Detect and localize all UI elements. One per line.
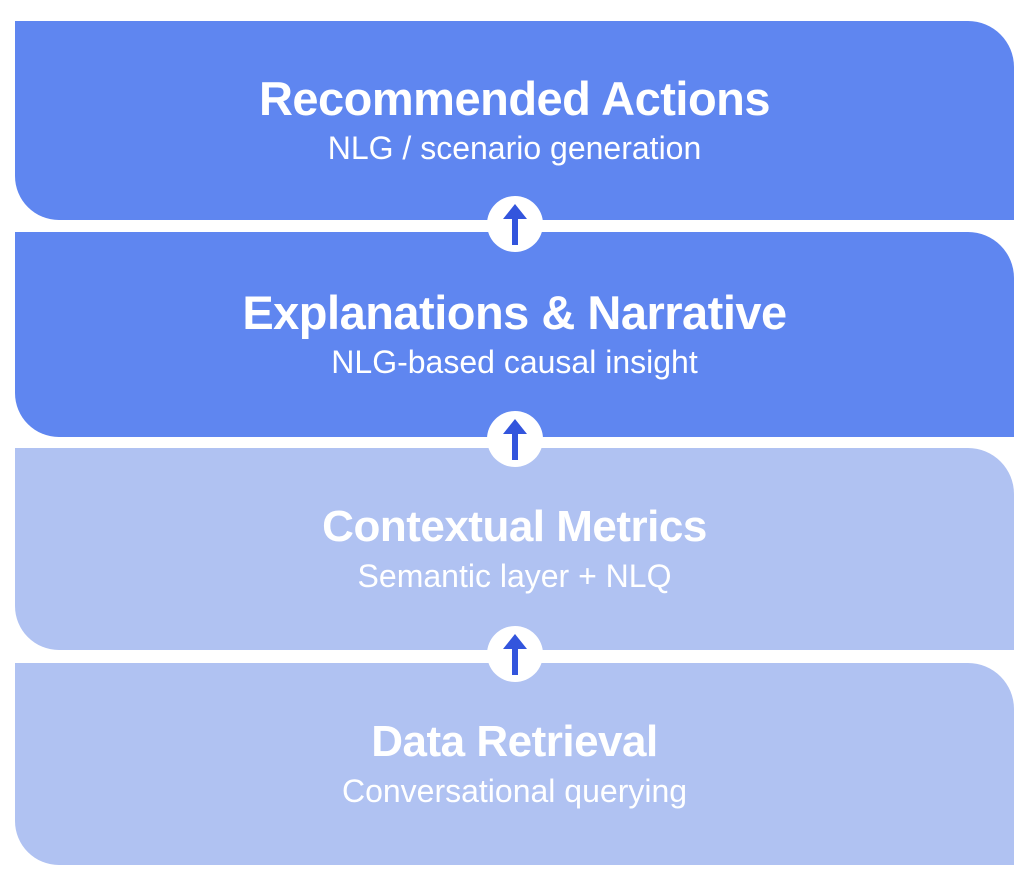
layer-band-contextual-metrics[interactable]: Contextual Metrics Semantic layer + NLQ	[15, 448, 1014, 650]
layer-band-data-retrieval[interactable]: Data Retrieval Conversational querying	[15, 663, 1014, 865]
layer-title: Data Retrieval	[371, 716, 658, 766]
layer-band-explanations-narrative[interactable]: Explanations & Narrative NLG-based causa…	[15, 232, 1014, 437]
layer-title: Explanations & Narrative	[242, 286, 787, 340]
arrow-up-icon	[487, 196, 543, 252]
layer-subtitle: NLG-based causal insight	[331, 343, 698, 380]
layer-title: Contextual Metrics	[322, 501, 707, 551]
layer-subtitle: Semantic layer + NLQ	[357, 557, 672, 594]
layer-band-recommended-actions[interactable]: Recommended Actions NLG / scenario gener…	[15, 21, 1014, 220]
layer-title: Recommended Actions	[258, 72, 771, 126]
layer-subtitle: Conversational querying	[341, 772, 688, 809]
arrow-up-icon	[487, 626, 543, 682]
arrow-up-icon	[487, 411, 543, 467]
layer-subtitle: NLG / scenario generation	[327, 129, 702, 166]
